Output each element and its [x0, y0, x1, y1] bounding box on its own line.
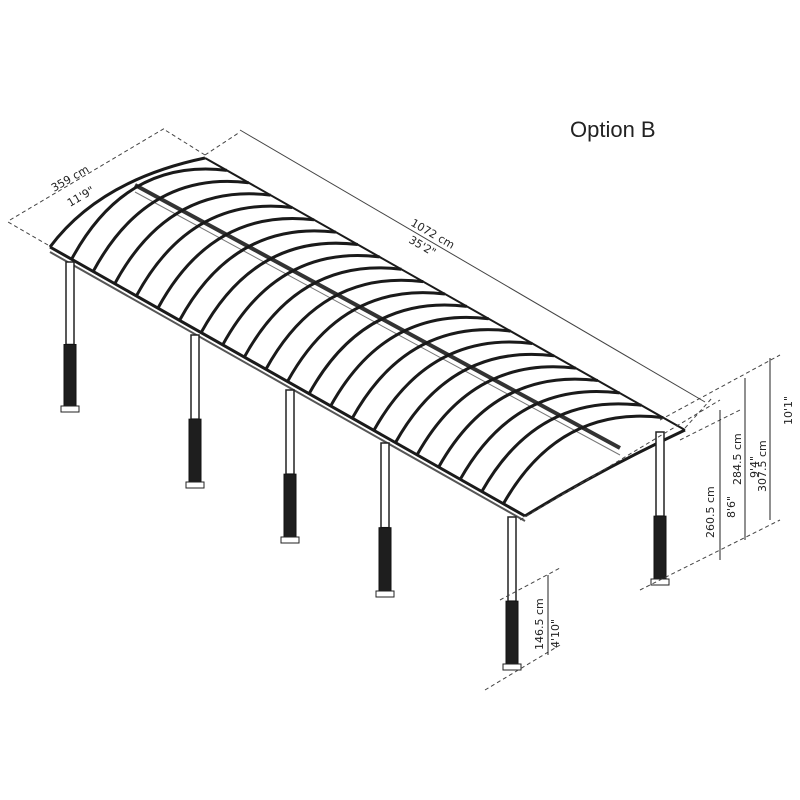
dimension-arrows [547, 358, 771, 655]
height-mid-metric: 284.5 cm [731, 433, 744, 485]
width-dimension: 359 cm 11'9" [49, 163, 97, 210]
roof [48, 156, 686, 522]
rafter [394, 352, 555, 444]
rafter [372, 340, 533, 432]
height-max-imperial: 10'1" [782, 396, 795, 425]
base-height-metric: 146.5 cm [533, 598, 546, 650]
rafter [437, 377, 598, 468]
rafter [480, 402, 642, 493]
option-title: Option B [570, 117, 656, 142]
post [502, 516, 522, 671]
posts [60, 261, 670, 671]
height-mid-imperial: 9'4" [748, 456, 761, 478]
height-max-dimension: 307.5 cm 10'1" [756, 396, 795, 492]
height-eave-metric: 260.5 cm [704, 486, 717, 538]
height-mid-dimension: 284.5 cm 9'4" [731, 433, 761, 485]
rafter [135, 204, 293, 297]
roof-rafters [70, 167, 664, 505]
rafter [502, 414, 664, 505]
rafter [91, 179, 249, 273]
rafter [307, 303, 467, 395]
post [375, 442, 395, 598]
rafter [458, 390, 620, 481]
rafter [70, 167, 227, 260]
roof-ridge [134, 183, 621, 450]
post [280, 389, 300, 544]
rafter [199, 241, 358, 334]
height-eave-dimension: 260.5 cm 8'6" [704, 486, 738, 538]
base-height-imperial: 4'10" [549, 619, 562, 648]
rafter [243, 266, 402, 358]
height-eave-imperial: 8'6" [725, 496, 738, 518]
rafter [264, 278, 424, 370]
post [650, 431, 670, 586]
rafter [286, 291, 446, 383]
height-max-metric: 307.5 cm [756, 440, 769, 492]
roof-left-arch [48, 156, 206, 248]
rafter [178, 229, 337, 322]
dimension-lines [7, 127, 781, 691]
post [185, 334, 205, 489]
rafter [113, 192, 271, 285]
roof-right-arch [524, 428, 686, 518]
rafter [415, 365, 577, 456]
rafter [221, 254, 380, 346]
rafter [329, 315, 489, 407]
rafter [156, 217, 315, 309]
rafter [350, 328, 511, 419]
base-height-dimension: 146.5 cm 4'10" [533, 598, 562, 650]
post [60, 261, 80, 413]
